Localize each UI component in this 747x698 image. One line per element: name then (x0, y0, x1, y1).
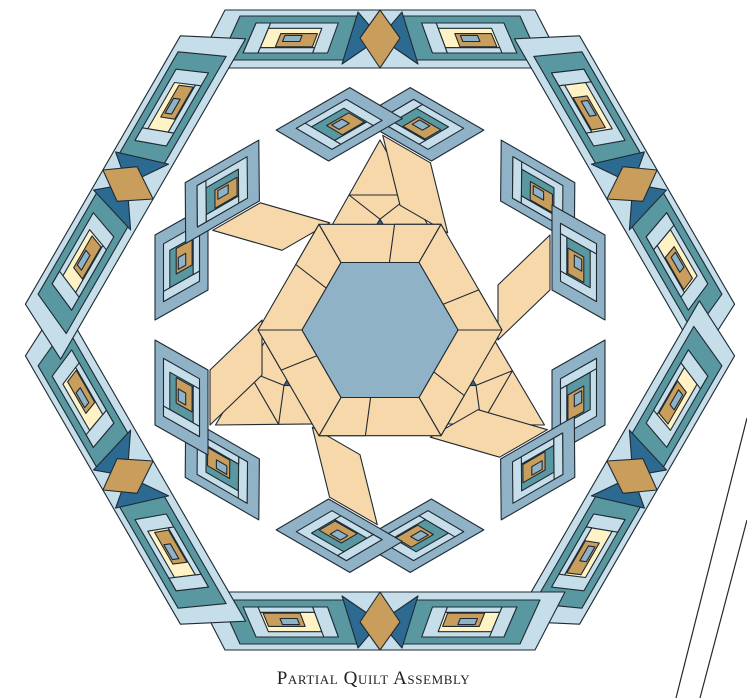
inner-diamond-1-log-b (561, 234, 567, 275)
outer-right-3-center-square (280, 619, 300, 625)
inner-diamond-2-log-a (554, 433, 563, 480)
inner-diamond-b-4-log-b (193, 234, 199, 275)
outer-left-3-center-square (458, 619, 478, 625)
outer-right-3-log-b (258, 607, 315, 612)
edge-line-2 (700, 520, 747, 698)
outer-left-0-center-square (283, 35, 303, 41)
inner-diamond-4-log-b (193, 385, 199, 426)
inner-diamond-5-log-a (197, 181, 206, 228)
inner-diamond-b-1-log-b (561, 385, 567, 426)
outer-right-0-log-b (445, 48, 502, 53)
outer-right-0-center-square (460, 35, 480, 41)
inner-diamond-b-3-log-a (238, 457, 247, 504)
outer-left-0-log-b (258, 48, 315, 53)
inner-band-1 (498, 235, 550, 340)
outer-left-3-log-b (445, 607, 502, 612)
inner-diamond-b-0-log-a (513, 157, 522, 204)
